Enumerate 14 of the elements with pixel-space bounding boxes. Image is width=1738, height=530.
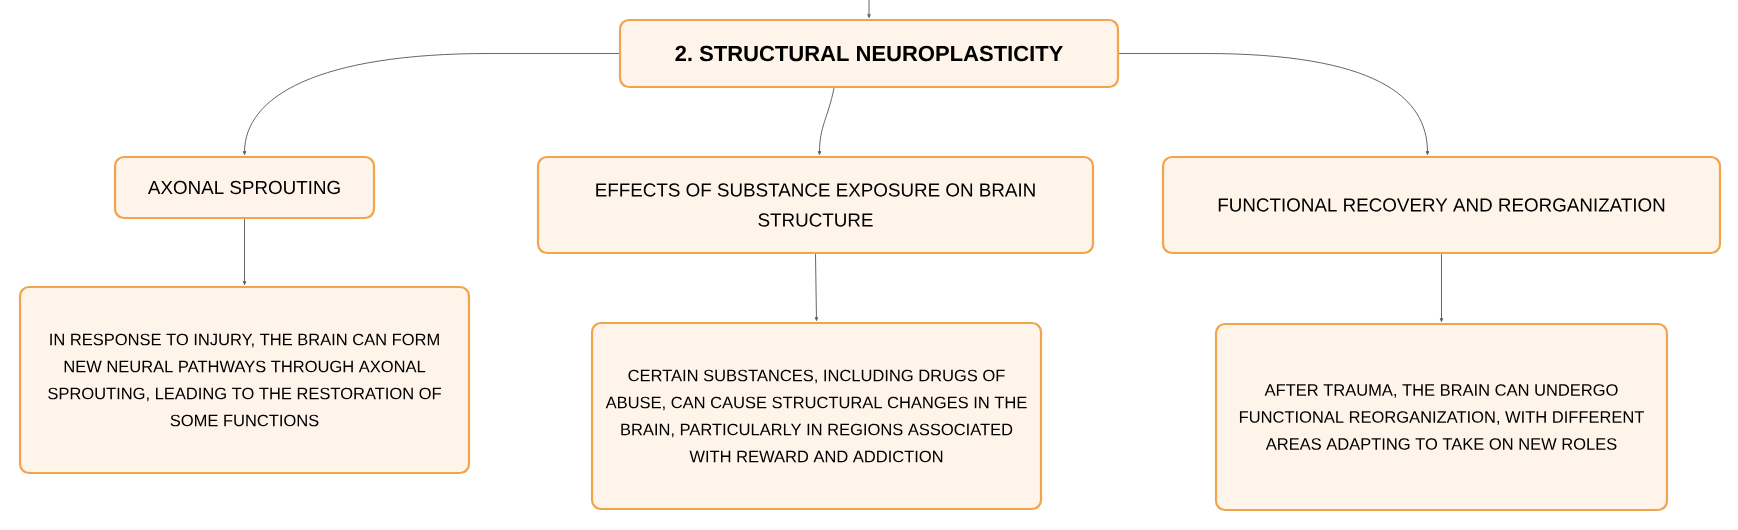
arrow xyxy=(1439,253,1444,323)
subtopic-box: EFFECTS OF SUBSTANCE EXPOSURE ON BRAIN STRUCTURE xyxy=(536,155,1095,255)
subtopic-box: AXONAL SPROUTING xyxy=(113,155,376,220)
arrow xyxy=(867,0,871,19)
arrow xyxy=(817,87,835,156)
arrow xyxy=(242,53,620,156)
text-box: AFTER TRAUMA, THE BRAIN CAN UNDERGO FUNCTIONAL REORGANIZATION, WITH DIFFERENT AREAS ADAPTING TO TAKE ON NEW ROLES xyxy=(1214,322,1669,512)
arrow xyxy=(242,218,247,286)
text-box: IN RESPONSE TO INJURY, THE BRAIN CAN FORM NEW NEURAL PATHWAYS THROUGH AXONAL SPROUTING, LEADING TO THE RESTORATION OF SOME FUNCTIONS xyxy=(18,285,471,475)
subtopic-box: FUNCTIONAL RECOVERY AND REORGANIZATION xyxy=(1161,155,1722,255)
arrow xyxy=(1118,53,1430,156)
text-box: CERTAIN SUBSTANCES, INCLUDING DRUGS OF ABUSE, CAN CAUSE STRUCTURAL CHANGES IN THE BRAIN, PARTICULARLY IN REGIONS ASSOCIATED WITH REWARD AND ADDICTION xyxy=(590,321,1043,511)
topic-box: 2. STRUCTURAL NEUROPLASTICITY xyxy=(618,18,1120,89)
arrow xyxy=(814,253,819,322)
